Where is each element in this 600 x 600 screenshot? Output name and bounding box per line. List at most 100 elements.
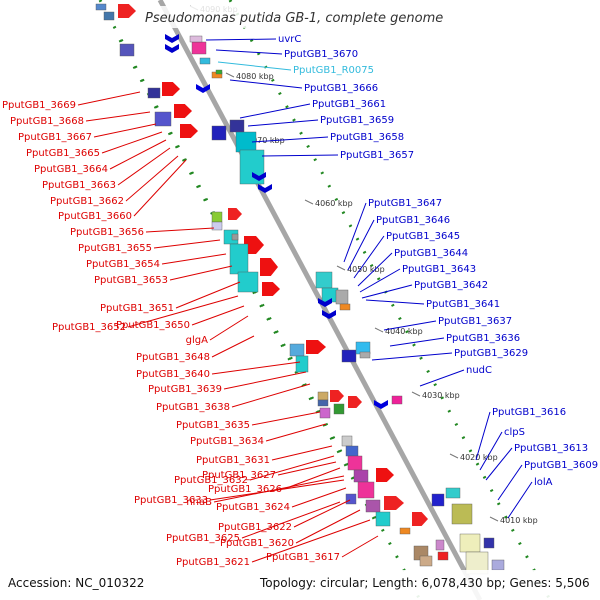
gene-arrow [228, 208, 242, 220]
leader-line [209, 315, 249, 341]
gene-arrow [162, 82, 180, 96]
left-gene-label: PputGB1_3620 [220, 538, 294, 549]
left-gene-label: PputGB1_3656 [70, 227, 144, 238]
leader-line [241, 501, 341, 539]
gene-arrow [260, 258, 278, 276]
gene-chevron [165, 34, 179, 43]
right-gene-label: PputGB1_R0075 [293, 65, 374, 76]
leader-line [251, 136, 329, 143]
leader-line [475, 411, 491, 461]
right-gene-label: PputGB1_3636 [446, 333, 520, 344]
leader-line [215, 49, 283, 55]
left-gene-label: PputGB1_3624 [216, 502, 290, 513]
gene-chevron [258, 184, 272, 193]
gene-block [211, 125, 227, 141]
leader-line [247, 119, 319, 127]
right-gene-label: PputGB1_3646 [376, 215, 450, 226]
left-gene-label: PputGB1_3660 [58, 211, 132, 222]
gene-arrow [348, 396, 362, 408]
leader-line [101, 131, 163, 154]
left-gene-label: PputGB1_3667 [18, 132, 92, 143]
gene-block [353, 469, 369, 483]
gene-block [211, 221, 223, 231]
leader-line [507, 481, 533, 519]
left-gene-label: PputGB1_3663 [42, 180, 116, 191]
tick-label: 4060 kbp [315, 199, 353, 208]
right-gene-label: PputGB1_3616 [492, 407, 566, 418]
right-gene-label: PputGB1_3641 [426, 299, 500, 310]
right-gene-label: lolA [534, 477, 553, 488]
tick-label: 4010 kbp [500, 516, 538, 525]
right-gene-label: PputGB1_3637 [438, 316, 512, 327]
leader-line [347, 219, 375, 271]
left-gene-label: PputGB1_3635 [176, 420, 250, 431]
left-gene-label: PputGB1_3653 [94, 275, 168, 286]
leader-line [117, 147, 171, 186]
gene-block [317, 391, 329, 401]
leader-line [211, 335, 255, 358]
tick-mark [374, 327, 384, 333]
gene-block [399, 527, 411, 535]
gene-block [459, 533, 481, 553]
leader-line [383, 320, 437, 331]
leader-line [169, 265, 233, 281]
gene-arrow [376, 468, 394, 482]
tick-mark [225, 72, 235, 78]
left-gene-label: PputGB1_3652 [52, 322, 126, 333]
left-gene-label: PputGB1_3648 [136, 352, 210, 363]
leader-line [271, 445, 333, 461]
gene-block [365, 499, 381, 513]
leader-line [209, 479, 345, 501]
gene-chevron [196, 84, 210, 93]
leader-line [497, 464, 523, 501]
leader-line [343, 202, 367, 263]
right-gene-label: PputGB1_3609 [524, 460, 598, 471]
leader-line [229, 79, 303, 89]
gene-block [357, 481, 375, 499]
gene-block [359, 351, 371, 359]
gene-block [289, 343, 305, 357]
leader-line [77, 91, 141, 106]
left-gene-label: PputGB1_3621 [176, 557, 250, 568]
right-gene-label: PputGB1_3670 [284, 49, 358, 60]
right-gene-label: PputGB1_3613 [514, 443, 588, 454]
leader-line [277, 461, 337, 476]
gene-block [491, 559, 505, 571]
footer-background [0, 570, 600, 600]
gene-chevron [318, 298, 332, 307]
right-gene-label: PputGB1_3659 [320, 115, 394, 126]
gene-block [437, 551, 449, 561]
leader-line [249, 455, 335, 481]
gene-block [333, 403, 345, 415]
gene-block [95, 3, 107, 11]
tick-label: 4040 kbp [385, 327, 423, 336]
leader-line [293, 499, 351, 528]
gene-block [189, 35, 203, 43]
gene-block [375, 511, 391, 527]
tick-mark [411, 391, 421, 397]
tick-label: 4080 kbp [236, 72, 274, 81]
left-gene-label: PputGB1_3631 [196, 455, 270, 466]
leader-line [223, 371, 307, 390]
leader-line [353, 235, 385, 279]
left-gene-label: PputGB1_3669 [2, 100, 76, 111]
tick-label: 4070 kbp [247, 136, 285, 145]
gene-block [103, 11, 115, 21]
gene-block [295, 355, 309, 373]
right-gene-label: PputGB1_3629 [454, 348, 528, 359]
gene-arrow [306, 340, 326, 354]
gene-arrow [244, 236, 264, 254]
right-gene-label: PputGB1_3647 [368, 198, 442, 209]
gene-arrow [118, 4, 136, 18]
gene-block [341, 435, 353, 447]
leader-line [191, 305, 245, 326]
leader-line [217, 61, 292, 71]
leader-line [359, 268, 401, 293]
right-gene-label: PputGB1_3666 [304, 83, 378, 94]
leader-line [145, 227, 215, 233]
gene-block [191, 41, 207, 55]
tick-mark [304, 199, 314, 205]
leader-line [295, 509, 361, 544]
leader-line [361, 284, 413, 299]
gene-block [347, 455, 363, 471]
